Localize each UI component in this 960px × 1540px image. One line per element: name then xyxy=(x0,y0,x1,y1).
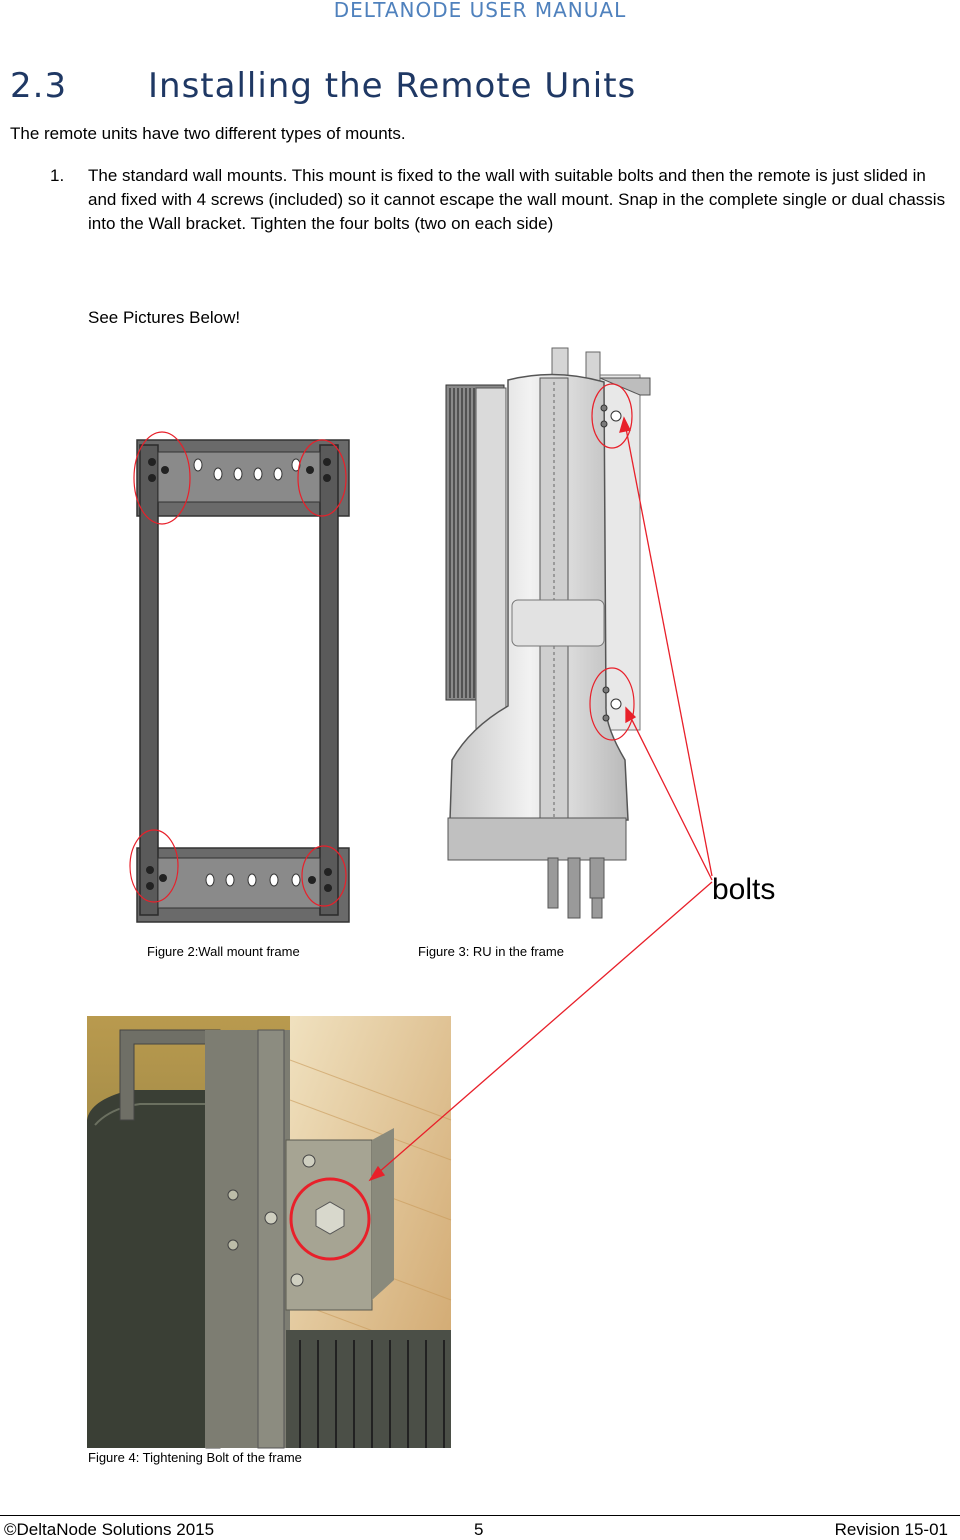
bolts-annotation-arrows xyxy=(368,416,713,1182)
figure-4-caption: Figure 4: Tightening Bolt of the frame xyxy=(88,1450,302,1465)
list-item-number: 1. xyxy=(50,166,65,185)
footer-page-number: 5 xyxy=(474,1520,484,1539)
figure-3-caption: Figure 3: RU in the frame xyxy=(418,944,564,959)
section-heading: 2.3 Installing the Remote Units xyxy=(10,66,636,106)
section-number: 2.3 xyxy=(10,66,68,106)
footer-copyright: ©DeltaNode Solutions 2015 xyxy=(4,1520,215,1539)
bolts-annotation-label: bolts xyxy=(712,873,775,906)
intro-paragraph: The remote units have two different type… xyxy=(10,124,406,143)
list-item-text: The standard wall mounts. This mount is … xyxy=(88,166,946,233)
wall-mount-frame-figure xyxy=(129,431,350,923)
figure-2-caption: Figure 2:Wall mount frame xyxy=(147,944,300,959)
tightening-bolt-photo xyxy=(87,1016,452,1449)
footer-divider xyxy=(0,1515,960,1516)
section-title: Installing the Remote Units xyxy=(148,66,637,106)
see-pictures-note: See Pictures Below! xyxy=(88,308,241,327)
running-header: DELTANODE USER MANUAL xyxy=(333,0,627,22)
ru-in-frame-figure xyxy=(445,347,651,919)
footer-revision: Revision 15-01 xyxy=(834,1520,948,1539)
